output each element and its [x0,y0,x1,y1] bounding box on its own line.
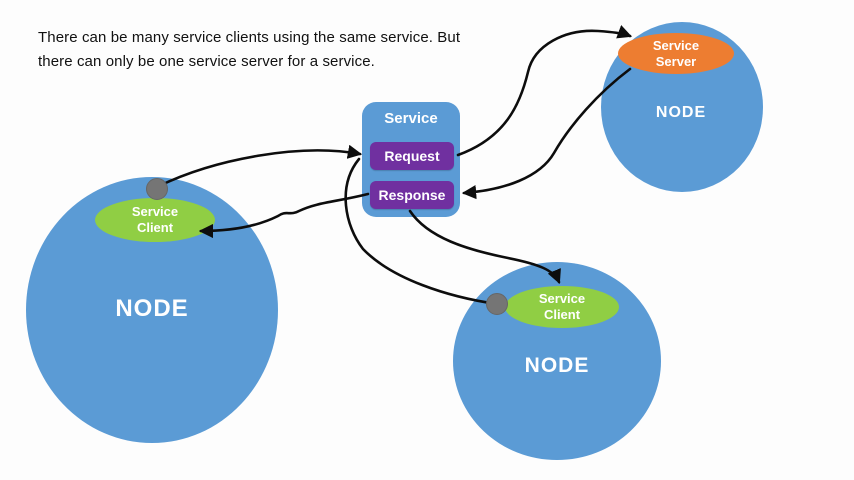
service-client-badge-left-line2: Client [136,220,174,235]
arrow-left-client-to-request [157,144,363,188]
service-box: Service Request Response [362,102,460,217]
annotation-text: There can be many service clients using … [38,26,460,74]
service-box-title: Service [384,110,438,127]
service-client-badge-bottom-line2: Client [543,307,581,322]
service-client-badge-left-line1: Service [131,204,179,220]
service-server-badge-line2: Server [655,53,697,69]
service-client-badge-bottom-line1: Service [538,291,586,307]
service-server-badge: Service Server [618,33,734,74]
annotation-line-1: There can be many service clients using … [38,29,461,46]
node-top-right-label: NODE [655,104,707,121]
service-client-badge-bottom: Service Client [505,286,619,328]
node-bottom-label: NODE [524,354,590,377]
service-client-badge-left: Service Client [95,198,215,242]
annotation-line-2: there can only be one service server for… [38,53,375,70]
response-box: Response [370,181,454,209]
request-box: Request [370,142,454,170]
node-left-label: NODE [115,295,189,322]
service-server-badge-line1: Service [652,37,700,53]
